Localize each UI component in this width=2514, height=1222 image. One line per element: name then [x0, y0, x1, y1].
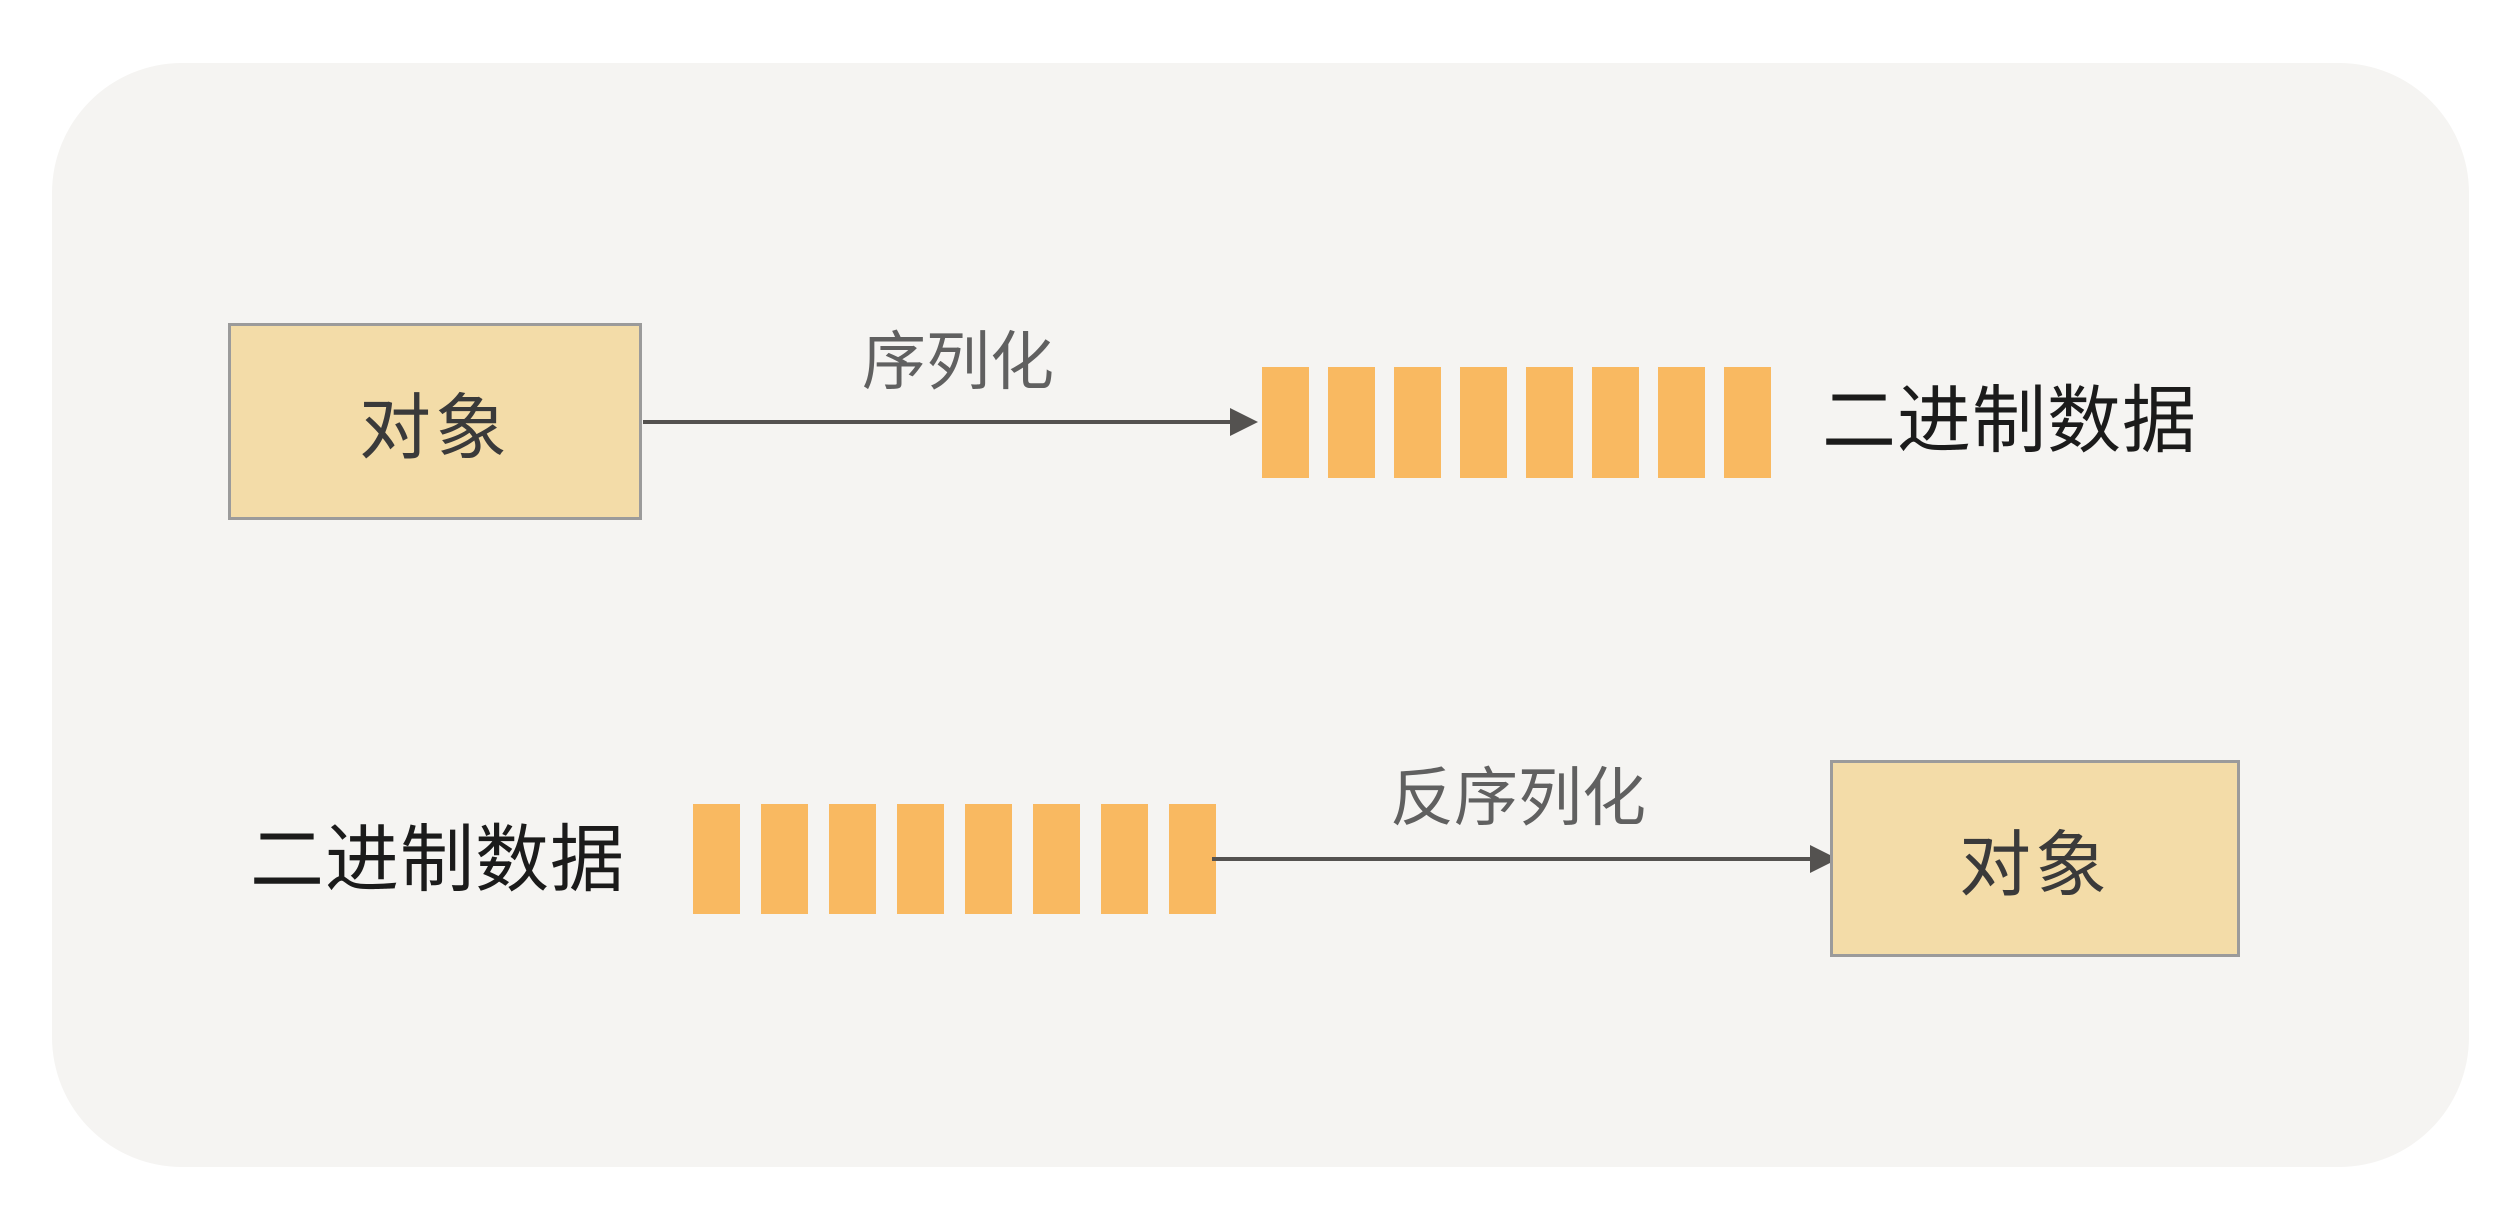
barcode-bar: [1328, 367, 1375, 478]
serialize-source-label: 对象: [358, 389, 511, 469]
serialize-arrow-label: 序列化: [862, 326, 1054, 398]
barcode-bar: [1394, 367, 1441, 478]
barcode-bar: [693, 804, 740, 914]
serialize-source-box: 对象: [228, 323, 642, 520]
barcode-bar: [1592, 367, 1639, 478]
barcode-bar: [897, 804, 944, 914]
barcode-bar: [1169, 804, 1216, 914]
deserialize-source-label: 二进制数据: [250, 818, 625, 901]
barcode-bar: [1526, 367, 1573, 478]
background-panel: [52, 63, 2469, 1167]
serialize-arrow-head-icon: [1230, 408, 1258, 436]
barcode-bar: [761, 804, 808, 914]
deserialize-arrow-label: 反序列化: [1390, 762, 1646, 834]
serialize-arrow-line: [643, 420, 1230, 424]
barcode-bar: [1262, 367, 1309, 478]
barcode-bar: [1724, 367, 1771, 478]
deserialize-target-label: 对象: [1958, 826, 2111, 906]
barcode-bar: [829, 804, 876, 914]
barcode-bar: [1101, 804, 1148, 914]
serialize-target-label: 二进制数据: [1822, 379, 2197, 462]
barcode-bar: [1033, 804, 1080, 914]
deserialize-binary-barcode: [693, 804, 1216, 914]
deserialize-arrow-line: [1212, 857, 1810, 861]
deserialize-target-box: 对象: [1830, 760, 2240, 957]
barcode-bar: [1460, 367, 1507, 478]
barcode-bar: [1658, 367, 1705, 478]
barcode-bar: [965, 804, 1012, 914]
serialize-binary-barcode: [1262, 367, 1771, 478]
